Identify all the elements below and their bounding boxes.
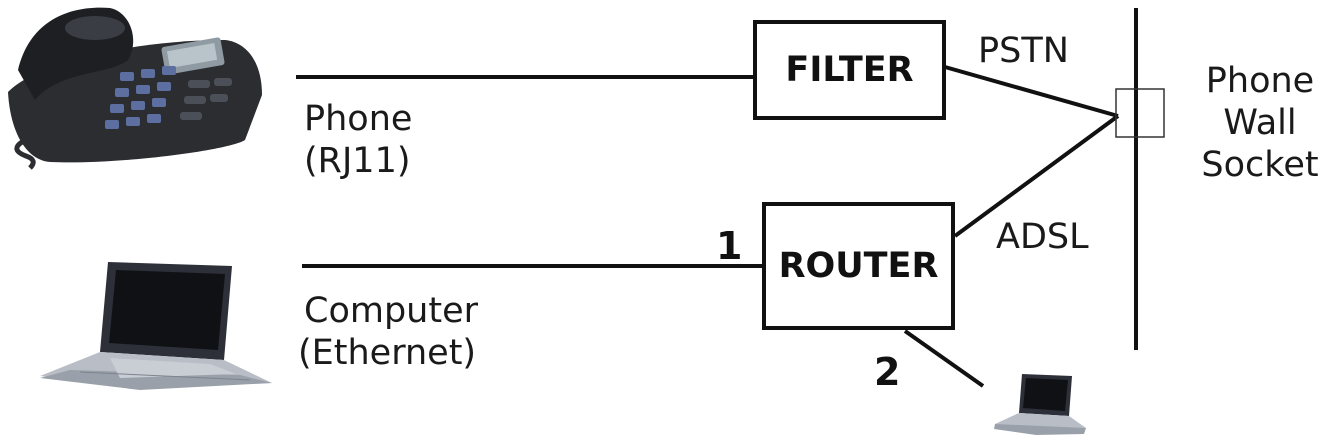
computer-label: Computer (Ethernet) [298,290,478,374]
port-1-label: 1 [716,224,743,268]
phone-label-line1: Phone [304,99,413,139]
router-label: ROUTER [778,246,939,286]
computer-label-line2: (Ethernet) [298,333,477,373]
computer-label-line1: Computer [304,291,478,331]
laptop-icon [40,262,272,390]
wall-socket-label: Phone Wall Socket [1194,60,1326,186]
wall-socket-line1: Phone [1205,61,1315,101]
filter-box: FILTER [753,20,946,120]
pstn-label: PSTN [978,31,1069,71]
adsl-label: ADSL [996,217,1089,257]
small-laptop-icon [994,374,1086,435]
wall-socket-line2: Wall [1223,103,1297,143]
phone-label: Phone (RJ11) [304,98,412,182]
router-box: ROUTER [762,202,955,330]
adsl-line [953,114,1120,238]
wall-socket [1115,88,1165,138]
phone-label-line2: (RJ11) [304,141,411,181]
router-port2-line [903,329,985,388]
wall-socket-line3: Socket [1201,145,1319,185]
port-2-label: 2 [874,350,901,394]
filter-label: FILTER [785,50,914,90]
desk-phone-icon [8,7,262,170]
pstn-line [944,65,1119,118]
